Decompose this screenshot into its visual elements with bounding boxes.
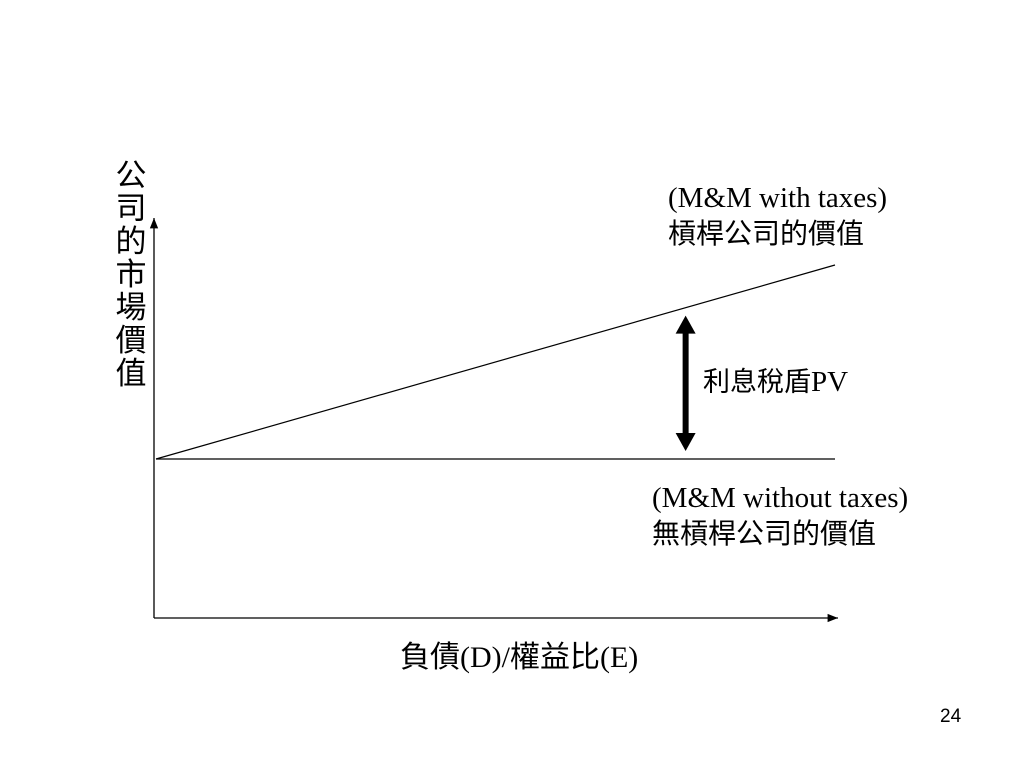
- x-axis-label: 負債(D)/權益比(E): [400, 641, 639, 674]
- series-name-with-taxes-zh: 槓桿公司的價值: [668, 217, 865, 250]
- series-line-with-taxes: [155, 264, 836, 460]
- series-label-without-taxes: (M&M without taxes) 無槓桿公司的價值: [652, 480, 908, 552]
- series-name-with-taxes-en: (M&M with taxes): [668, 182, 888, 214]
- tax-shield-label: 利息稅盾PV: [703, 360, 848, 399]
- tax-shield-arrow-head-top: [675, 315, 696, 334]
- tax-shield-label-en: PV: [811, 366, 849, 398]
- page-number: 24: [940, 706, 962, 727]
- y-axis-label: 公司的市場價值: [115, 158, 147, 392]
- tax-shield-arrow-head-bottom: [675, 433, 696, 451]
- series-name-without-taxes-zh: 無槓桿公司的價值: [652, 517, 877, 550]
- series-label-with-taxes: (M&M with taxes) 槓桿公司的價值: [668, 180, 887, 252]
- tax-shield-label-zh: 利息稅盾: [703, 367, 811, 398]
- series-name-without-taxes-en: (M&M without taxes): [652, 482, 909, 514]
